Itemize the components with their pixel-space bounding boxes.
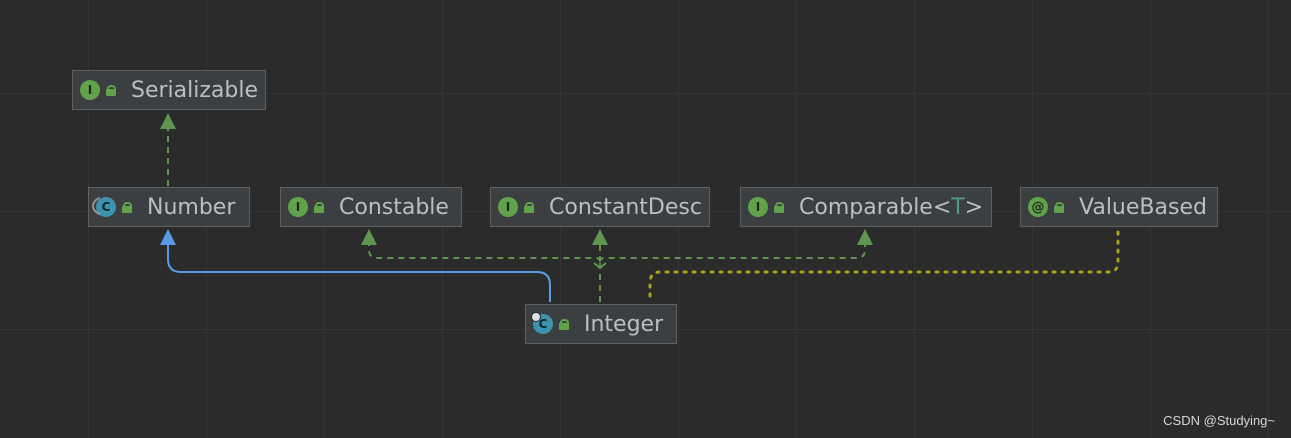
interface-icon: I	[288, 197, 308, 217]
lock-icon	[106, 84, 116, 96]
node-label: ValueBased	[1079, 194, 1207, 220]
abstract-class-icon: C	[96, 197, 116, 217]
interface-icon: I	[80, 80, 100, 100]
watermark: CSDN @Studying~	[1163, 413, 1275, 428]
node-label: Integer	[584, 311, 664, 337]
lock-icon	[314, 201, 324, 213]
node-label: Constable	[339, 194, 449, 220]
final-class-icon: C	[531, 312, 553, 334]
node-label-text: Comparable	[799, 194, 933, 220]
edge-integer-interfaces	[361, 229, 873, 302]
node-label: Comparable<T>	[799, 195, 983, 220]
edge-integer-valuebased	[648, 228, 1120, 298]
node-serializable[interactable]: I Serializable	[72, 70, 266, 110]
interface-icon: I	[498, 197, 518, 217]
node-label: Serializable	[131, 77, 259, 103]
annotation-icon: @	[1028, 197, 1048, 217]
node-integer[interactable]: C Integer	[525, 304, 677, 344]
type-param: T	[951, 194, 965, 220]
type-param-open: <	[932, 194, 952, 220]
type-param-close: >	[964, 194, 984, 220]
lock-icon	[524, 201, 534, 213]
node-number[interactable]: C Number	[88, 187, 250, 227]
lock-icon	[559, 318, 569, 330]
node-label: ConstantDesc	[549, 194, 702, 220]
edge-number-serializable	[160, 113, 176, 186]
lock-icon	[122, 201, 132, 213]
node-constable[interactable]: I Constable	[280, 187, 462, 227]
node-comparable[interactable]: I Comparable<T>	[740, 187, 992, 227]
edge-integer-number	[160, 229, 551, 302]
node-valuebased[interactable]: @ ValueBased	[1020, 187, 1218, 227]
interface-icon: I	[748, 197, 768, 217]
lock-icon	[1054, 201, 1064, 213]
lock-icon	[774, 201, 784, 213]
node-constantdesc[interactable]: I ConstantDesc	[490, 187, 710, 227]
node-label: Number	[147, 194, 236, 220]
